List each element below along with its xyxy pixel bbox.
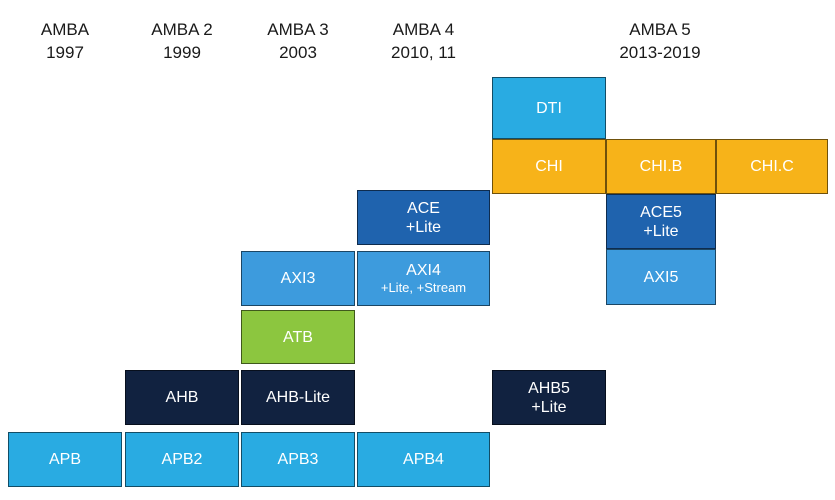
- protocol-block-atb[interactable]: ATB: [241, 310, 355, 364]
- protocol-block-axi5[interactable]: AXI5: [606, 249, 716, 305]
- protocol-block-label: AXI4: [406, 262, 441, 279]
- protocol-block-label: APB: [48, 451, 81, 468]
- protocol-block-label: AHB: [165, 389, 199, 406]
- protocol-block-sublabel: +Lite: [643, 222, 679, 240]
- protocol-block-label: ACE: [407, 199, 440, 217]
- protocol-block-axi3[interactable]: AXI3: [241, 251, 355, 306]
- protocol-block-sublabel: +Lite: [405, 218, 442, 236]
- protocol-block-label: AHB5: [528, 379, 570, 397]
- protocol-block-label: AXI3: [280, 270, 316, 287]
- column-header: AMBA 5 2013-2019: [492, 18, 828, 64]
- protocol-block-ace[interactable]: ACE+Lite: [357, 190, 490, 245]
- column-header-name: AMBA: [40, 20, 90, 39]
- protocol-block-apb3[interactable]: APB3: [241, 432, 355, 487]
- protocol-block-chi-b[interactable]: CHI.B: [606, 139, 716, 194]
- protocol-block-label: CHI: [535, 158, 563, 175]
- protocol-block-ace5[interactable]: ACE5+Lite: [606, 194, 716, 249]
- protocol-block-ahb[interactable]: AHB: [125, 370, 239, 425]
- protocol-block-apb2[interactable]: APB2: [125, 432, 239, 487]
- column-header-name: AMBA 4: [392, 20, 455, 39]
- column-header: AMBA 3 2003: [241, 18, 355, 64]
- protocol-block-label: DTI: [536, 99, 562, 117]
- protocol-block-label: APB3: [277, 451, 319, 468]
- protocol-block-label: CHI.B: [639, 158, 683, 175]
- protocol-block-axi4[interactable]: AXI4+Lite, +Stream: [357, 251, 490, 306]
- protocol-block-label: ATB: [283, 328, 313, 346]
- protocol-block-label: APB4: [403, 451, 444, 468]
- protocol-block-dti[interactable]: DTI: [492, 77, 606, 139]
- column-header-years: 2013-2019: [619, 43, 701, 62]
- protocol-block-sublabel: +Lite: [531, 398, 567, 416]
- column-header-years: 2003: [279, 43, 317, 62]
- column-header: AMBA 1997: [8, 18, 122, 64]
- column-header-name: AMBA 3: [267, 20, 329, 39]
- protocol-block-label: CHI.C: [750, 158, 794, 175]
- protocol-block-label: AHB-Lite: [265, 389, 331, 406]
- protocol-block-apb4[interactable]: APB4: [357, 432, 490, 487]
- protocol-block-ahb-lite[interactable]: AHB-Lite: [241, 370, 355, 425]
- column-header-years: 1997: [46, 43, 84, 62]
- column-header-name: AMBA 2: [151, 20, 213, 39]
- protocol-block-apb[interactable]: APB: [8, 432, 122, 487]
- protocol-block-label: AXI5: [643, 268, 679, 286]
- protocol-block-chi[interactable]: CHI: [492, 139, 606, 194]
- column-header: AMBA 2 1999: [125, 18, 239, 64]
- protocol-block-sublabel: +Lite, +Stream: [380, 280, 467, 295]
- protocol-block-chi-c[interactable]: CHI.C: [716, 139, 828, 194]
- column-header-name: AMBA 5: [629, 20, 691, 39]
- protocol-block-label: ACE5: [640, 203, 682, 221]
- protocol-block-label: APB2: [161, 451, 203, 468]
- column-header-years: 2010, 11: [391, 43, 456, 62]
- column-header-years: 1999: [163, 43, 201, 62]
- column-header: AMBA 4 2010, 11: [357, 18, 490, 64]
- protocol-block-ahb5[interactable]: AHB5+Lite: [492, 370, 606, 425]
